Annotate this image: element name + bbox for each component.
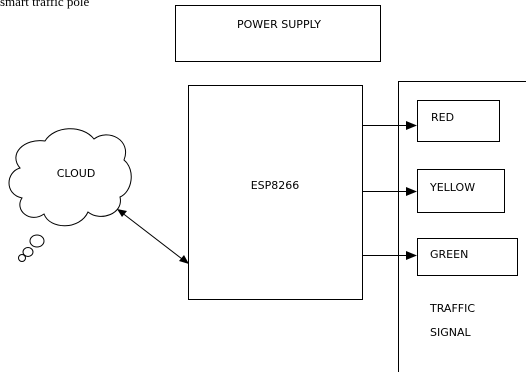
red-light-box <box>417 100 500 142</box>
esp8266-yellow-connector <box>363 187 417 196</box>
arrowhead-cloud-end <box>117 209 127 217</box>
cloud-node: CLOUD <box>8 128 132 262</box>
green-light-box <box>417 238 518 276</box>
cloud-label: CLOUD <box>57 167 96 180</box>
cloud-esp8266-connector <box>117 209 189 264</box>
esp8266-box <box>188 85 363 300</box>
esp8266-label: ESP8266 <box>251 179 300 192</box>
power-supply-label: POWER SUPPLY <box>237 18 321 31</box>
green-light-label: GREEN <box>430 248 468 261</box>
traffic-signal-label-line2: SIGNAL <box>430 326 472 339</box>
yellow-light-box <box>417 169 505 213</box>
power-supply-block: POWER SUPPLY <box>175 5 381 62</box>
esp8266-red-connector <box>363 121 417 130</box>
traffic-signal-enclosure <box>398 81 526 372</box>
yellow-light-label: YELLOW <box>429 181 475 194</box>
red-light-label: RED <box>431 111 454 124</box>
esp8266-green-connector <box>363 251 417 260</box>
esp8266-block: ESP8266 <box>188 85 363 300</box>
cloud-esp8266-line <box>120 211 187 263</box>
arrowhead-yellow <box>406 187 417 196</box>
traffic-signal-label-line1: TRAFFIC <box>429 302 475 315</box>
traffic-signal-block: RED YELLOW GREEN TRAFFIC SIGNAL <box>398 81 526 372</box>
arrowhead-esp8266-end <box>179 255 189 264</box>
arrowhead-red <box>406 121 417 130</box>
power-supply-box <box>175 5 381 62</box>
cloud-thought-bubble-large <box>29 234 45 248</box>
diagram-caption: smart traffic pole <box>0 0 90 9</box>
arrowhead-green <box>406 251 417 260</box>
cloud-thought-bubble-small <box>18 254 26 262</box>
cloud-shape <box>8 128 132 227</box>
cloud-thought-bubble-medium <box>22 247 34 257</box>
